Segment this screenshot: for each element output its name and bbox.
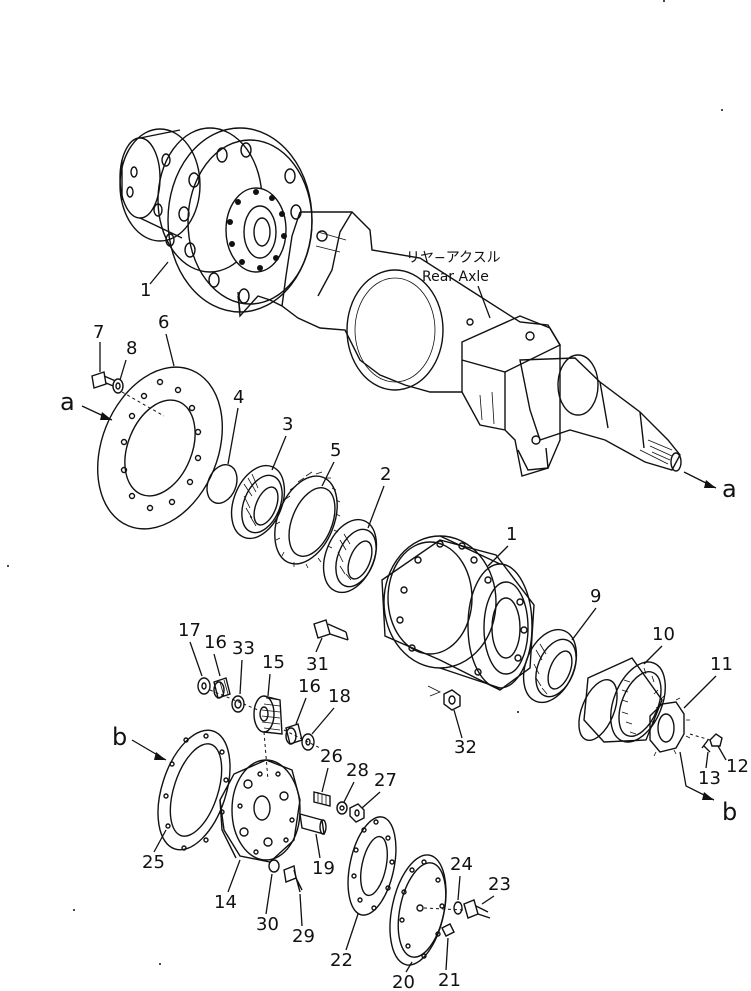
part-15-planet-gear [253, 695, 283, 735]
axle-housing-assembly [119, 127, 682, 477]
part-3-bearing [230, 464, 286, 540]
part-13-pin [701, 739, 711, 753]
callout-31: 31 [306, 654, 329, 675]
hub-studs [227, 189, 287, 271]
part-6-plate [96, 366, 224, 530]
part-28-washer [336, 801, 348, 815]
callout-1-hub: 1 [506, 524, 517, 545]
part-24-washer [453, 901, 463, 915]
part-25-gasket [157, 729, 231, 851]
part-23-bolt [463, 899, 491, 919]
ref-b-right: b [679, 751, 737, 826]
part-19-pin [299, 813, 327, 835]
rear-axle-caption: リヤ−アクスル Rear Axle [406, 250, 501, 319]
callout-23: 23 [488, 874, 511, 895]
callout-4: 4 [233, 387, 244, 408]
callout-19: 19 [312, 858, 335, 879]
part-8-washer [112, 378, 124, 394]
callout-28: 28 [346, 760, 369, 781]
ref-a-left: a [60, 388, 113, 421]
part-9-bearing [522, 628, 578, 704]
callout-10: 10 [652, 624, 675, 645]
callout-6: 6 [158, 312, 169, 333]
part-18-washer [301, 733, 315, 751]
callout-27: 27 [374, 770, 397, 791]
ref-b-left: b [112, 723, 167, 761]
callout-14: 14 [214, 892, 237, 913]
part-10-ring-gear [578, 657, 666, 743]
part-5-bearing-race [274, 471, 341, 569]
part-4-o-ring [206, 464, 238, 504]
callouts: 1 7 8 6 4 3 5 2 1 9 10 11 12 13 17 16 33… [93, 261, 749, 991]
callout-15: 15 [262, 652, 285, 673]
callout-25: 25 [142, 852, 165, 873]
part-12-bolt [689, 733, 723, 747]
callout-7: 7 [93, 322, 104, 343]
callout-22: 22 [330, 950, 353, 971]
part-16-needle-bearing-b [285, 723, 303, 745]
callout-18: 18 [328, 686, 351, 707]
callout-29: 29 [292, 926, 315, 947]
callout-26: 26 [320, 746, 343, 767]
part-6-holes [120, 378, 202, 512]
part-21-plug [441, 923, 455, 937]
part-22-gasket [347, 816, 397, 916]
disc-bolt-holes [126, 142, 302, 304]
part-29-bolt [283, 865, 303, 893]
callout-32: 32 [454, 737, 477, 758]
callout-33: 33 [232, 638, 255, 659]
part-30-washer [268, 859, 280, 873]
callout-16b: 16 [298, 676, 321, 697]
part-17-washer [197, 677, 211, 695]
part-27-nut [349, 803, 365, 823]
part-32-nut [443, 689, 461, 711]
callout-21: 21 [438, 970, 461, 991]
part-31-bolt [313, 619, 349, 641]
part-14-carrier [219, 759, 301, 863]
caption-jp: リヤ−アクスル [406, 250, 501, 266]
part-33-spacer [231, 695, 245, 713]
part-11-lock-plate [649, 695, 691, 757]
callout-2: 2 [380, 464, 391, 485]
caption-en: Rear Axle [422, 269, 489, 285]
part-26-stud [313, 791, 331, 807]
part-20-cover [389, 854, 447, 966]
hub-bolt-holes [396, 540, 528, 676]
part-2-bearing [322, 518, 378, 594]
callout-9: 9 [590, 586, 601, 607]
callout-17: 17 [178, 620, 201, 641]
callout-13: 13 [698, 768, 721, 789]
callout-8: 8 [126, 338, 137, 359]
callout-11: 11 [710, 654, 733, 675]
ref-a-right: a [683, 471, 737, 503]
ref-a-right-label: a [722, 475, 737, 503]
callout-30: 30 [256, 914, 279, 935]
print-specks [7, 0, 723, 965]
ref-b-left-label: b [112, 723, 127, 751]
callout-16a: 16 [204, 632, 227, 653]
callout-20: 20 [392, 972, 415, 991]
callout-3: 3 [282, 414, 293, 435]
ref-b-right-label: b [722, 798, 737, 826]
part-1-wheel-hub [381, 535, 535, 691]
ref-a-left-label: a [60, 388, 75, 416]
callout-5: 5 [330, 440, 341, 461]
callout-24: 24 [450, 854, 473, 875]
callout-1-top: 1 [140, 280, 151, 301]
callout-12: 12 [726, 756, 749, 777]
